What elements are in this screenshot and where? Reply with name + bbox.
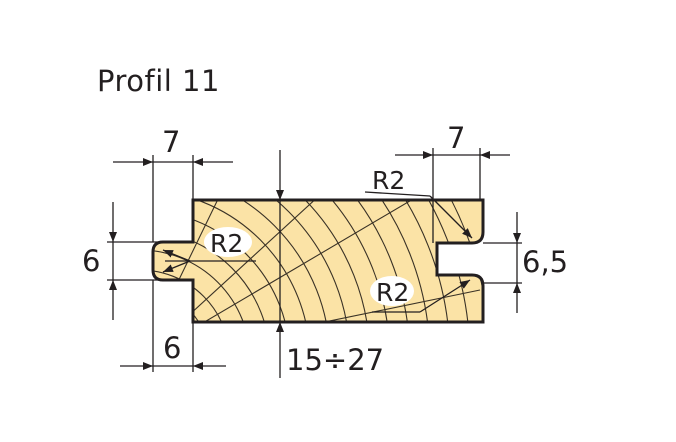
profile-title: Profil 11 (97, 64, 220, 98)
wood-profile (151, 198, 485, 324)
left-width-label: 7 (162, 125, 180, 159)
groove-height-dimension (483, 212, 522, 313)
tongue-height-label: 6 (82, 244, 100, 278)
right-top-radius-callout (364, 191, 473, 239)
right-bottom-radius-callout (370, 276, 471, 313)
right-top-radius-label: R2 (372, 166, 405, 195)
left-radius-callout (162, 227, 256, 273)
left-radius-label: R2 (210, 229, 243, 258)
tongue-depth-dimension (120, 280, 226, 372)
left-width-dimension (113, 155, 233, 242)
right-width-label: 7 (447, 121, 465, 155)
tongue-depth-label: 6 (163, 331, 181, 365)
groove-height-label: 6,5 (522, 245, 568, 279)
right-bottom-radius-label: R2 (376, 278, 409, 307)
thickness-label: 15÷27 (286, 343, 384, 377)
tongue-height-dimension (107, 202, 163, 320)
right-width-dimension (395, 148, 510, 243)
